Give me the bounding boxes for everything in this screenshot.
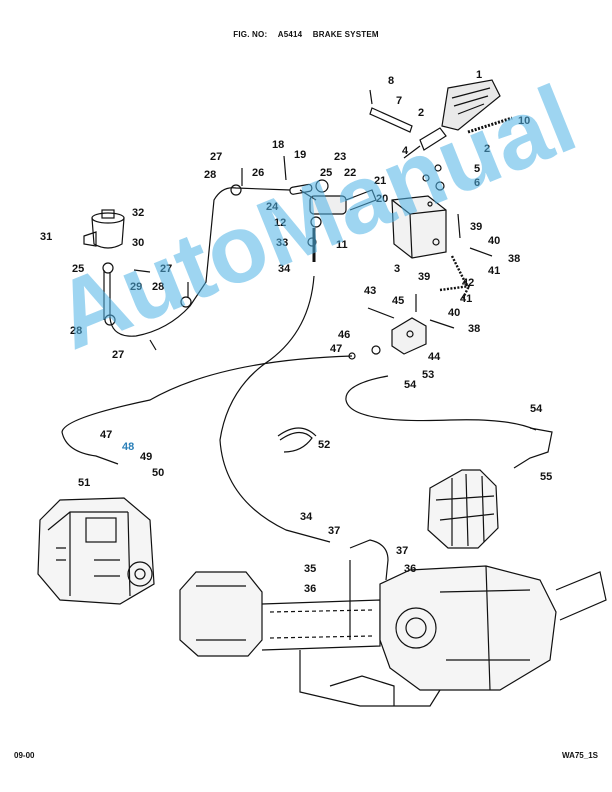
callout-3: 3 bbox=[394, 263, 400, 275]
brake-pedal bbox=[403, 79, 501, 159]
callout-54: 54 bbox=[404, 379, 417, 391]
pin bbox=[369, 89, 413, 133]
callout-38: 38 bbox=[508, 253, 520, 265]
callout-22: 22 bbox=[344, 167, 356, 179]
callout-25-b: 25 bbox=[72, 263, 84, 275]
callout-37-b: 37 bbox=[396, 545, 408, 557]
footer-code: WA75_1S bbox=[561, 751, 598, 760]
callout-26: 26 bbox=[252, 167, 264, 179]
callout-41-b: 41 bbox=[460, 293, 472, 305]
footer-date: 09-00 bbox=[14, 751, 35, 760]
callout-5: 5 bbox=[474, 163, 480, 175]
callout-43: 43 bbox=[364, 285, 376, 297]
callout-36: 36 bbox=[304, 583, 316, 595]
callout-34-b: 34 bbox=[300, 511, 313, 523]
control-valve bbox=[427, 469, 499, 549]
callout-20: 20 bbox=[376, 193, 388, 205]
hydraulic-pump bbox=[37, 497, 155, 605]
callout-28: 28 bbox=[204, 169, 216, 181]
callout-19: 19 bbox=[294, 149, 306, 161]
callout-50: 50 bbox=[152, 467, 164, 479]
callout-47: 47 bbox=[330, 343, 342, 355]
fig-label: FIG. NO: bbox=[233, 30, 268, 39]
callout-4: 4 bbox=[402, 145, 409, 157]
callout-2-b: 2 bbox=[484, 143, 490, 155]
callout-44: 44 bbox=[428, 351, 441, 363]
callout-53: 53 bbox=[422, 369, 434, 381]
callout-40-b: 40 bbox=[448, 307, 460, 319]
callout-34: 34 bbox=[278, 263, 291, 275]
callout-48: 48 bbox=[122, 441, 134, 453]
callout-11: 11 bbox=[336, 239, 348, 251]
callout-24: 24 bbox=[266, 201, 279, 213]
callout-38-b: 38 bbox=[468, 323, 480, 335]
pedal-bracket bbox=[391, 195, 447, 259]
callout-21: 21 bbox=[374, 175, 386, 187]
brake-band bbox=[277, 427, 317, 453]
return-spring bbox=[467, 116, 513, 134]
callout-23: 23 bbox=[334, 151, 346, 163]
callout-1: 1 bbox=[476, 69, 482, 81]
callout-39-b: 39 bbox=[418, 271, 430, 283]
callout-41: 41 bbox=[488, 265, 500, 277]
callout-7: 7 bbox=[396, 95, 402, 107]
axle-assembly bbox=[179, 565, 607, 707]
callout-6: 6 bbox=[474, 177, 480, 189]
callout-52: 52 bbox=[318, 439, 330, 451]
callout-47-b: 47 bbox=[100, 429, 112, 441]
callout-37: 37 bbox=[328, 525, 340, 537]
master-cylinder bbox=[289, 179, 377, 228]
callout-25: 25 bbox=[320, 167, 332, 179]
callout-32: 32 bbox=[132, 207, 144, 219]
callout-51: 51 bbox=[78, 477, 90, 489]
callout-10: 10 bbox=[518, 115, 530, 127]
callout-28-c: 28 bbox=[70, 325, 82, 337]
callout-54-b: 54 bbox=[530, 403, 543, 415]
callout-39: 39 bbox=[470, 221, 482, 233]
callout-28-b: 28 bbox=[152, 281, 164, 293]
fig-number: A5414 bbox=[277, 30, 303, 39]
figure-header: FIG. NO: A5414 BRAKE SYSTEM bbox=[0, 30, 612, 39]
callout-18: 18 bbox=[272, 139, 284, 151]
callout-29: 29 bbox=[130, 281, 142, 293]
callout-8: 8 bbox=[388, 75, 394, 87]
callout-31: 31 bbox=[40, 231, 52, 243]
callout-12: 12 bbox=[274, 217, 286, 229]
valve-block bbox=[391, 317, 427, 355]
callout-2: 2 bbox=[418, 107, 424, 119]
callout-33: 33 bbox=[276, 237, 288, 249]
figure-title: BRAKE SYSTEM bbox=[312, 30, 379, 39]
callout-36-b: 36 bbox=[404, 563, 416, 575]
callout-55: 55 bbox=[540, 471, 552, 483]
callout-46: 46 bbox=[338, 329, 350, 341]
callout-49: 49 bbox=[140, 451, 152, 463]
callout-40: 40 bbox=[488, 235, 500, 247]
callout-27-c: 27 bbox=[112, 349, 124, 361]
callout-27-b: 27 bbox=[160, 263, 172, 275]
callout-42: 42 bbox=[462, 277, 474, 289]
callout-35: 35 bbox=[304, 563, 316, 575]
reservoir bbox=[83, 209, 125, 249]
callout-27: 27 bbox=[210, 151, 222, 163]
callout-30: 30 bbox=[132, 237, 144, 249]
callout-45: 45 bbox=[392, 295, 404, 307]
